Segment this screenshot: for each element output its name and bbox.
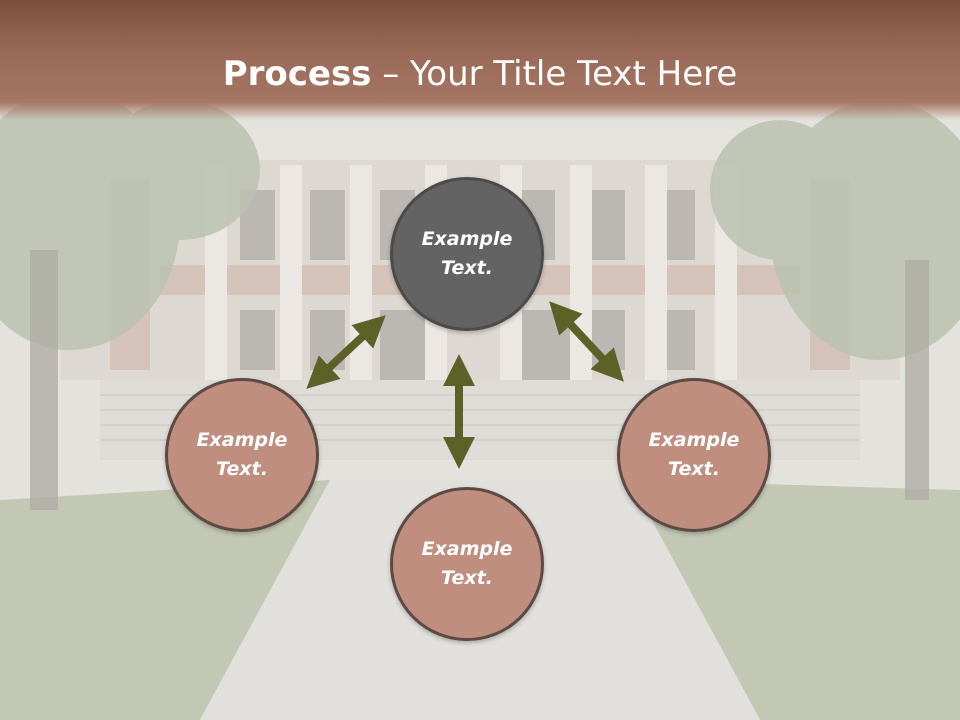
process-node-left: Example Text. — [165, 378, 319, 532]
node-right-text: Example Text. — [648, 429, 740, 480]
process-node-center: Example Text. — [390, 177, 544, 331]
node-center-text: Example Text. — [421, 228, 513, 279]
title-bold-part: Process — [222, 54, 372, 94]
node-left-text: Example Text. — [196, 429, 288, 480]
title-bar — [0, 0, 960, 120]
slide-title: Process – Your Title Text Here — [0, 52, 960, 96]
title-rest-part: – Your Title Text Here — [371, 54, 738, 94]
process-node-bottom: Example Text. — [390, 487, 544, 641]
process-node-right: Example Text. — [617, 378, 771, 532]
node-bottom-text: Example Text. — [421, 538, 513, 589]
